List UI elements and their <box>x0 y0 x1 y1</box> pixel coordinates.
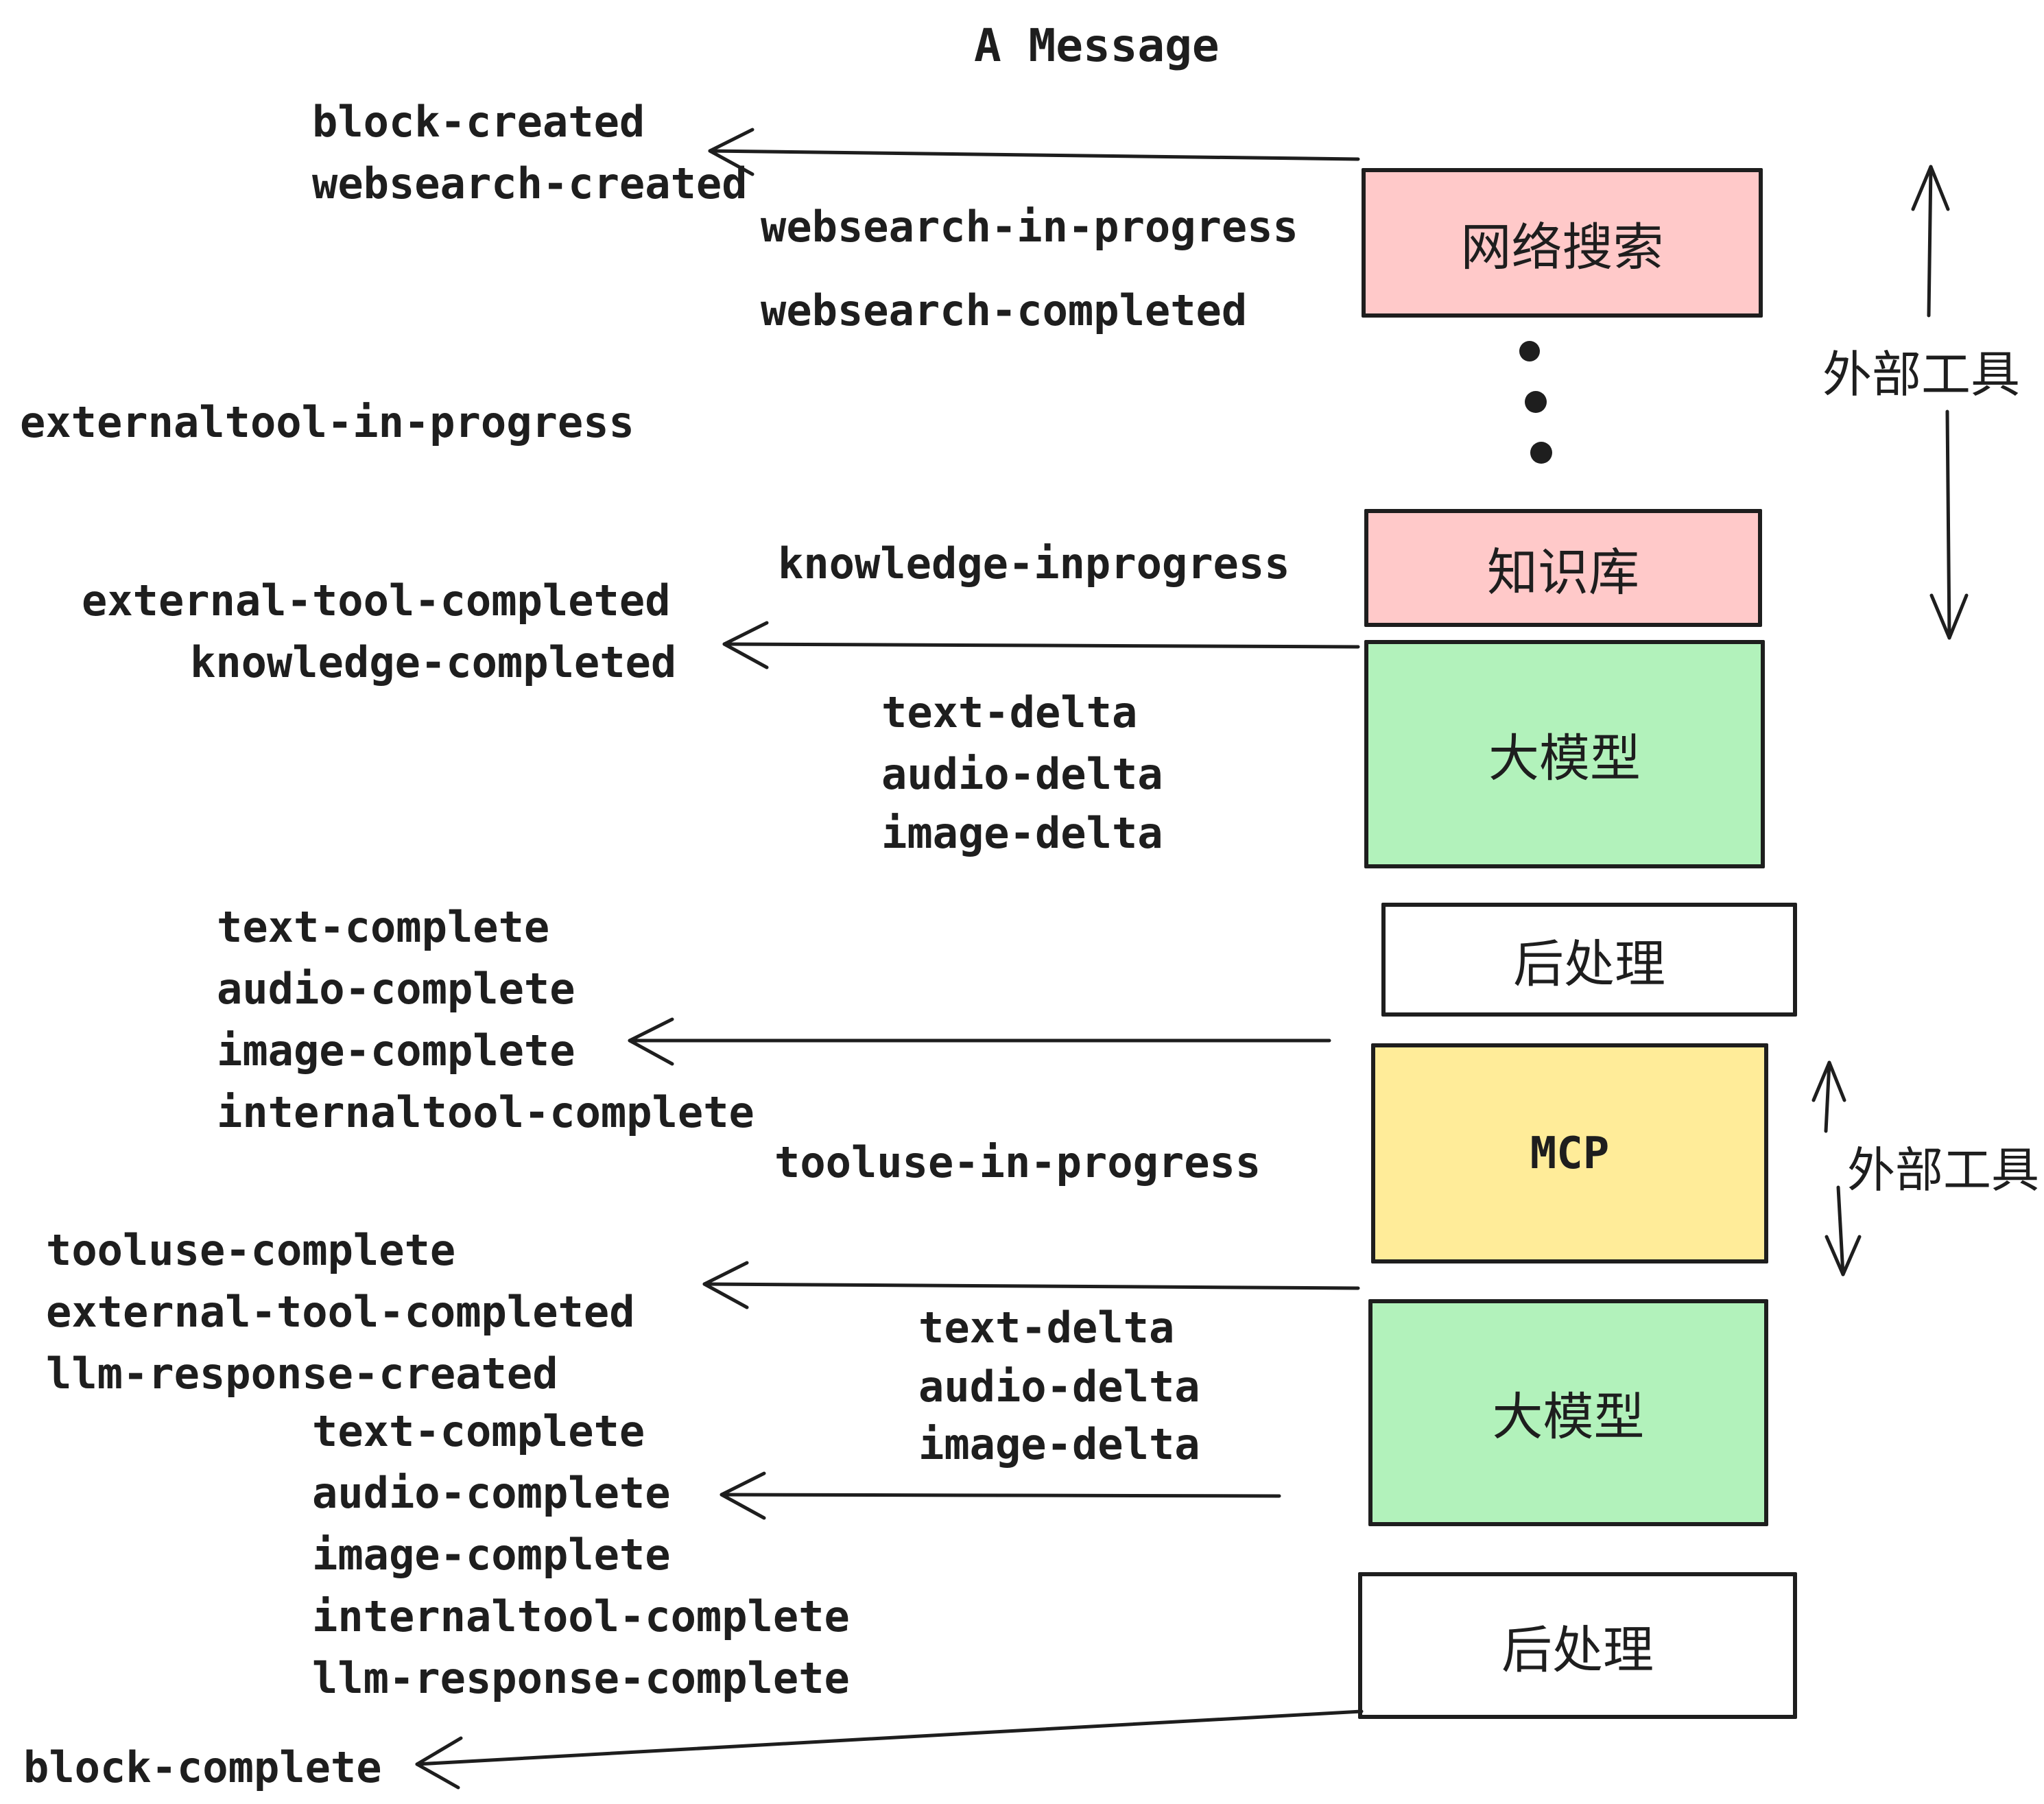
box-post-bottom: 后处理 <box>1358 1572 1797 1719</box>
box-knowledge: 知识库 <box>1364 509 1762 627</box>
event-llm-response-complete: llm-response-complete <box>312 1653 850 1703</box>
event-internaltool-complete-1: internaltool-complete <box>217 1087 754 1137</box>
event-knowledge-completed: knowledge-completed <box>190 637 677 687</box>
event-image-complete-2: image-complete <box>312 1530 671 1580</box>
event-websearch-in-progress: websearch-in-progress <box>761 202 1298 252</box>
event-text-delta-1: text-delta <box>881 687 1138 737</box>
event-websearch-created: websearch-created <box>312 158 748 209</box>
event-audio-delta-1: audio-delta <box>881 749 1163 799</box>
event-externaltool-in-progress: externaltool-in-progress <box>20 397 634 447</box>
label-external-tools-mid: 外部工具 <box>1847 1143 2039 1197</box>
arrow-up-external-tools-top <box>1911 165 1950 318</box>
ellipsis-dots <box>1519 341 1552 464</box>
arrow-to-image-complete-1 <box>628 1017 1331 1066</box>
box-mcp-label: MCP <box>1530 1128 1610 1179</box>
box-knowledge-label: 知识库 <box>1487 543 1639 601</box>
event-audio-delta-2: audio-delta <box>918 1362 1200 1412</box>
event-text-complete-2: text-complete <box>312 1406 645 1456</box>
event-external-tool-completed-1: external-tool-completed <box>82 575 671 626</box>
box-websearch-label: 网络搜索 <box>1460 218 1664 276</box>
event-tooluse-complete: tooluse-complete <box>46 1225 456 1275</box>
box-post-top: 后处理 <box>1381 903 1797 1017</box>
event-text-complete-1: text-complete <box>217 902 550 952</box>
event-external-tool-completed-2: external-tool-completed <box>46 1287 635 1337</box>
arrow-up-external-tools-mid <box>1811 1060 1846 1133</box>
box-llm-top: 大模型 <box>1364 640 1765 868</box>
box-websearch: 网络搜索 <box>1362 168 1763 318</box>
box-mcp: MCP <box>1371 1043 1768 1263</box>
box-llm-bottom: 大模型 <box>1368 1299 1768 1526</box>
box-post-bottom-label: 后处理 <box>1501 1621 1654 1678</box>
event-llm-response-created: llm-response-created <box>46 1349 558 1399</box>
event-websearch-completed: websearch-completed <box>761 285 1248 335</box>
event-internaltool-complete-2: internaltool-complete <box>312 1591 850 1641</box>
event-audio-complete-2: audio-complete <box>312 1468 671 1518</box>
event-text-delta-2: text-delta <box>918 1303 1175 1353</box>
arrow-to-block-created <box>708 128 1360 176</box>
box-post-top-label: 后处理 <box>1513 935 1665 993</box>
label-external-tools-top: 外部工具 <box>1822 348 2021 403</box>
event-knowledge-inprogress: knowledge-inprogress <box>778 538 1290 589</box>
event-image-complete-1: image-complete <box>217 1025 575 1076</box>
event-audio-complete-1: audio-complete <box>217 964 575 1014</box>
event-block-created: block-created <box>312 97 645 147</box>
event-image-delta-2: image-delta <box>918 1419 1200 1469</box>
arrow-down-external-tools-top <box>1929 410 1969 640</box>
arrow-to-knowledge-completed <box>722 621 1360 669</box>
arrow-to-audio-complete-2 <box>720 1471 1281 1520</box>
box-llm-bottom-label: 大模型 <box>1492 1388 1645 1445</box>
box-llm-top-label: 大模型 <box>1488 730 1641 787</box>
event-tooluse-in-progress: tooluse-in-progress <box>774 1137 1261 1187</box>
event-block-complete: block-complete <box>23 1742 382 1792</box>
diagram-title: A Message <box>974 19 1220 72</box>
arrow-to-block-complete <box>415 1709 1364 1790</box>
event-image-delta-1: image-delta <box>881 808 1163 858</box>
